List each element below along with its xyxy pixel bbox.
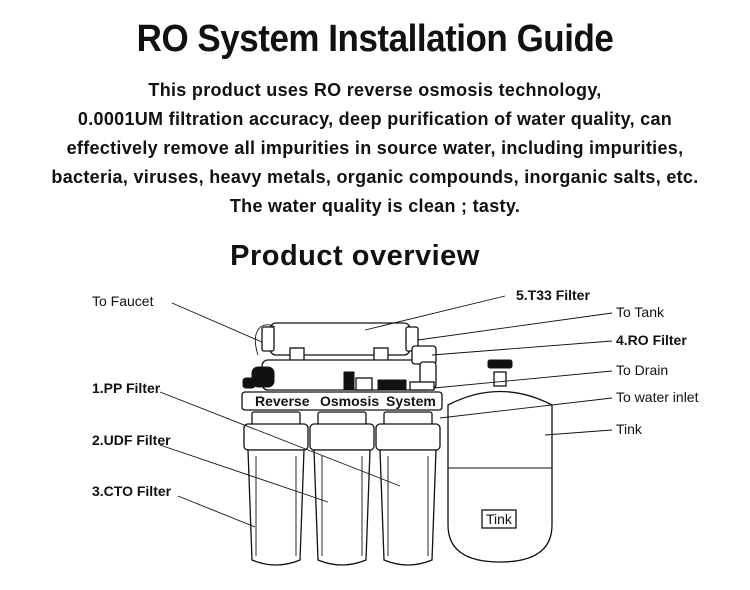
panel-word-system: System (386, 393, 436, 409)
label-to-water-inlet: To water inlet (616, 389, 699, 405)
mounting-panel: Reverse Osmosis System (241, 391, 443, 411)
page-title: RO System Installation Guide (136, 18, 614, 60)
intro-line-2: 0.0001UM filtration accuracy, deep purif… (77, 109, 673, 129)
tank-plate-label: Tink (486, 511, 513, 527)
intro-line-4: bacteria, viruses, heavy metals, organic… (51, 167, 699, 187)
label-t33-filter: 5.T33 Filter (516, 287, 590, 303)
intro-paragraph: This product uses RO reverse osmosis tec… (0, 76, 750, 221)
label-ro-filter: 4.RO Filter (616, 332, 687, 348)
label-to-faucet: To Faucet (92, 293, 154, 309)
t33-filter-housing (261, 322, 419, 363)
intro-line-1: This product uses RO reverse osmosis tec… (148, 80, 602, 100)
label-to-drain: To Drain (616, 362, 668, 378)
panel-word-osmosis: Osmosis (320, 393, 379, 409)
label-udf-filter: 2.UDF Filter (92, 432, 171, 448)
filter-housing-1 (243, 411, 309, 566)
label-to-tank: To Tank (616, 304, 665, 320)
label-tink: Tink (616, 421, 643, 437)
storage-tank: Tink (447, 359, 553, 563)
intro-line-3: effectively remove all impurities in sou… (66, 138, 684, 158)
label-pp-filter: 1.PP Filter (92, 380, 161, 396)
section-heading: Product overview (230, 240, 480, 272)
filter-housing-2 (309, 411, 375, 566)
leader-lines (159, 295, 613, 528)
intro-line-5: The water quality is clean ; tasty. (229, 196, 521, 216)
pipe-fittings (242, 324, 435, 391)
label-cto-filter: 3.CTO Filter (92, 483, 172, 499)
filter-housing-3 (375, 411, 441, 566)
panel-word-reverse: Reverse (255, 393, 310, 409)
